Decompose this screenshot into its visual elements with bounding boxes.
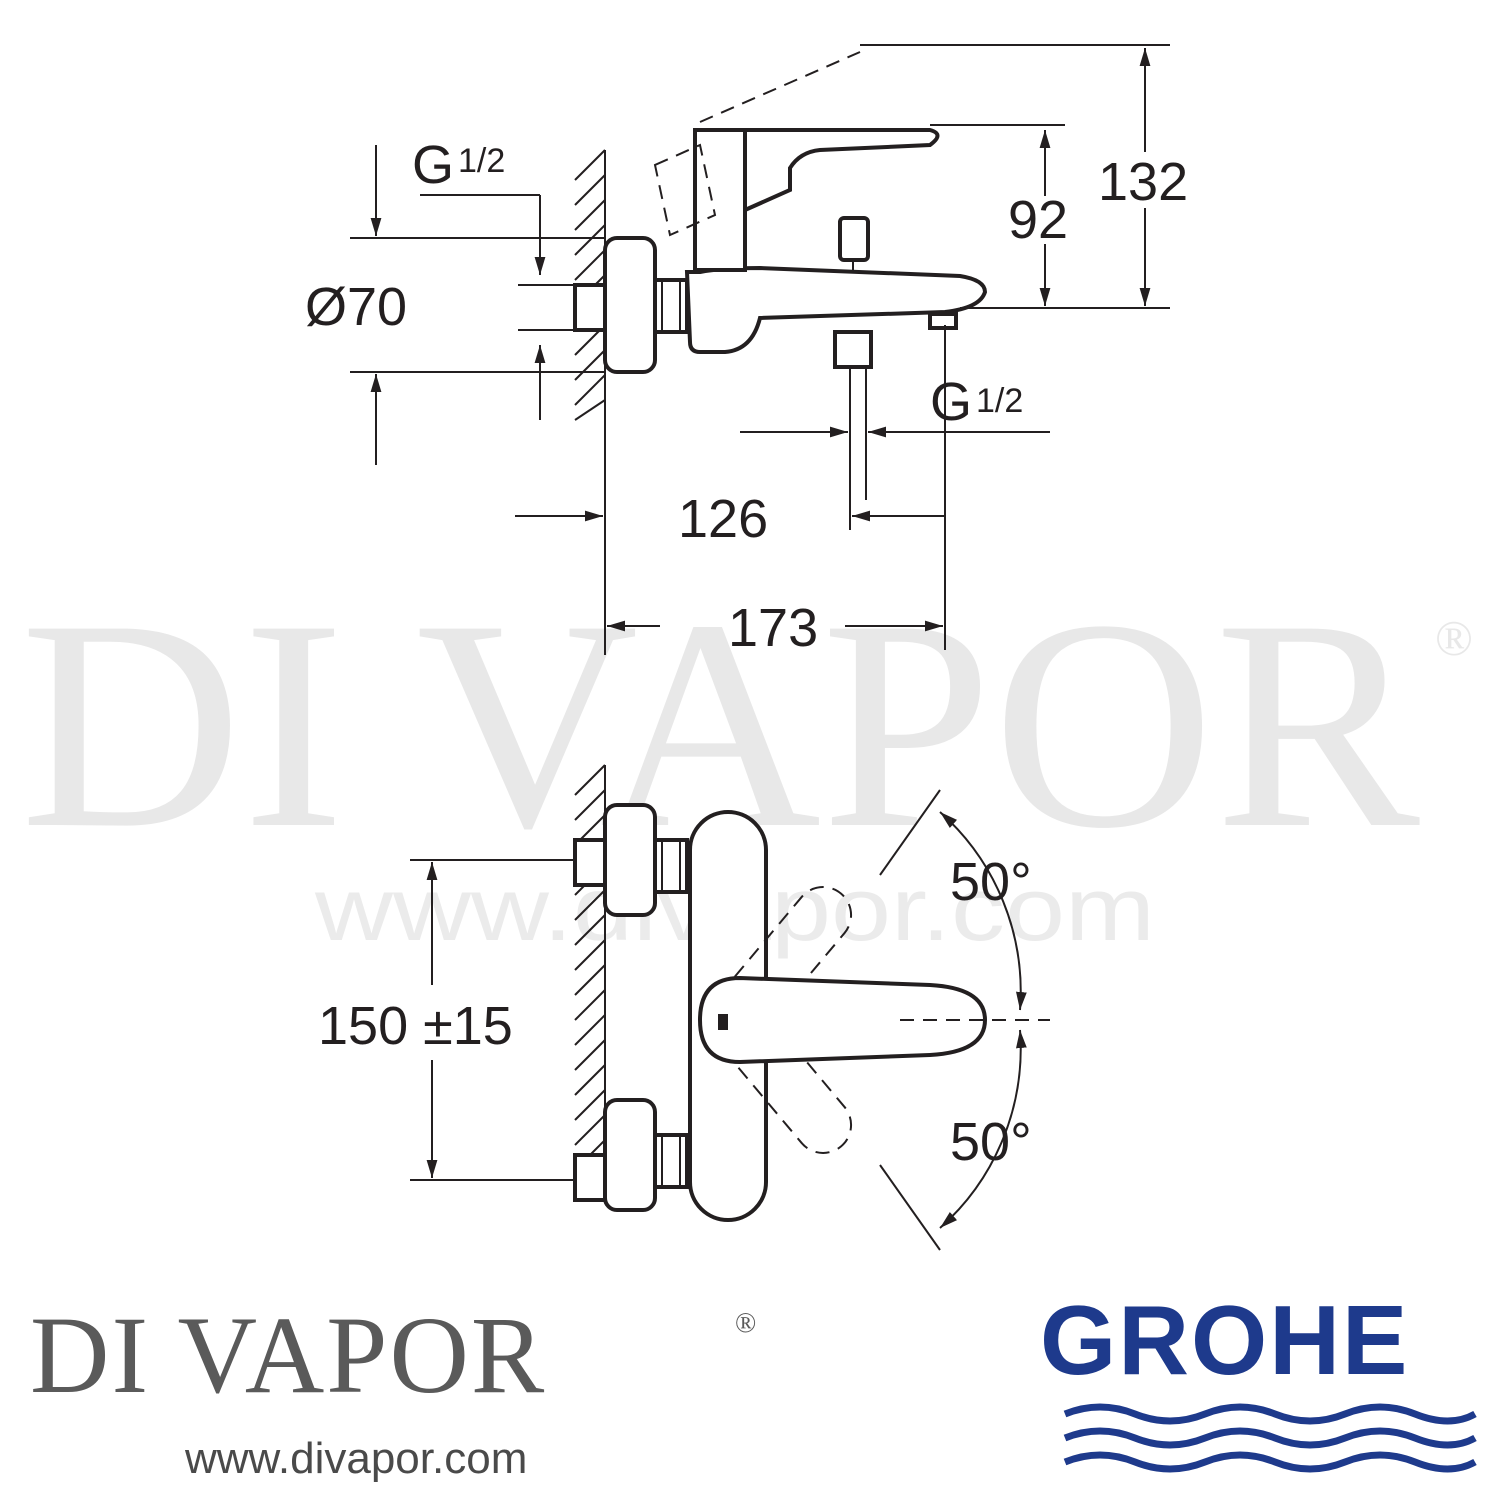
lower-union-nut: [653, 1133, 689, 1189]
escutcheon: [603, 236, 657, 374]
lower-escutcheon: [603, 1098, 657, 1212]
angle-down-label: 50°: [950, 1112, 1032, 1172]
outlet-thread-label: G: [930, 372, 972, 432]
outlet-projection-label: 126: [678, 489, 768, 549]
watermark-registered-mark: ®: [1435, 610, 1473, 666]
mixer-body: [684, 265, 988, 354]
outlet-connector: [833, 330, 873, 369]
angle-arc-down: [939, 1029, 1027, 1229]
total-height-label: 132: [1098, 152, 1188, 212]
diverter-knob: [838, 216, 870, 262]
upper-union-nut: [653, 838, 689, 894]
lever-handle: [743, 128, 940, 214]
lever-swing-phantom: [653, 143, 717, 237]
divapor-registered-mark: ®: [735, 1308, 757, 1339]
outlet-thread-fraction: 1/2: [976, 382, 1023, 420]
divapor-url[interactable]: www.divapor.com: [185, 1434, 528, 1483]
total-projection-label: 173: [728, 598, 818, 658]
union-nut: [653, 278, 689, 334]
aerator: [928, 312, 958, 330]
lever-swing-line: [699, 51, 861, 123]
diameter-label: Ø70: [305, 277, 407, 337]
inlet-nipple: [573, 283, 609, 332]
upper-escutcheon: [603, 803, 657, 917]
angle-up-label: 50°: [950, 852, 1032, 912]
lever-phantom-up: [727, 886, 853, 1024]
lever-phantom-down: [727, 1016, 853, 1154]
spout-height-label: 92: [1008, 190, 1068, 250]
lever-stem: [693, 128, 747, 272]
front-view: 150 ±15 50° 50°: [318, 764, 1050, 1251]
angle-arc-up: [939, 811, 1027, 1011]
side-view: G 1/2 Ø70 92 132 G 1/2 126 173: [305, 44, 1188, 658]
lower-inlet-nipple: [573, 1153, 609, 1202]
divapor-logo-text: DI VAPOR: [30, 1294, 547, 1416]
upper-inlet-nipple: [573, 838, 609, 887]
inlet-thread-fraction: 1/2: [458, 142, 505, 180]
centres-label: 150 ±15: [318, 996, 513, 1056]
front-lever: [697, 975, 988, 1065]
grohe-logo-text: GROHE: [1040, 1285, 1410, 1395]
grohe-waves-icon: [1063, 1403, 1477, 1473]
inlet-thread-label: G: [412, 135, 454, 195]
